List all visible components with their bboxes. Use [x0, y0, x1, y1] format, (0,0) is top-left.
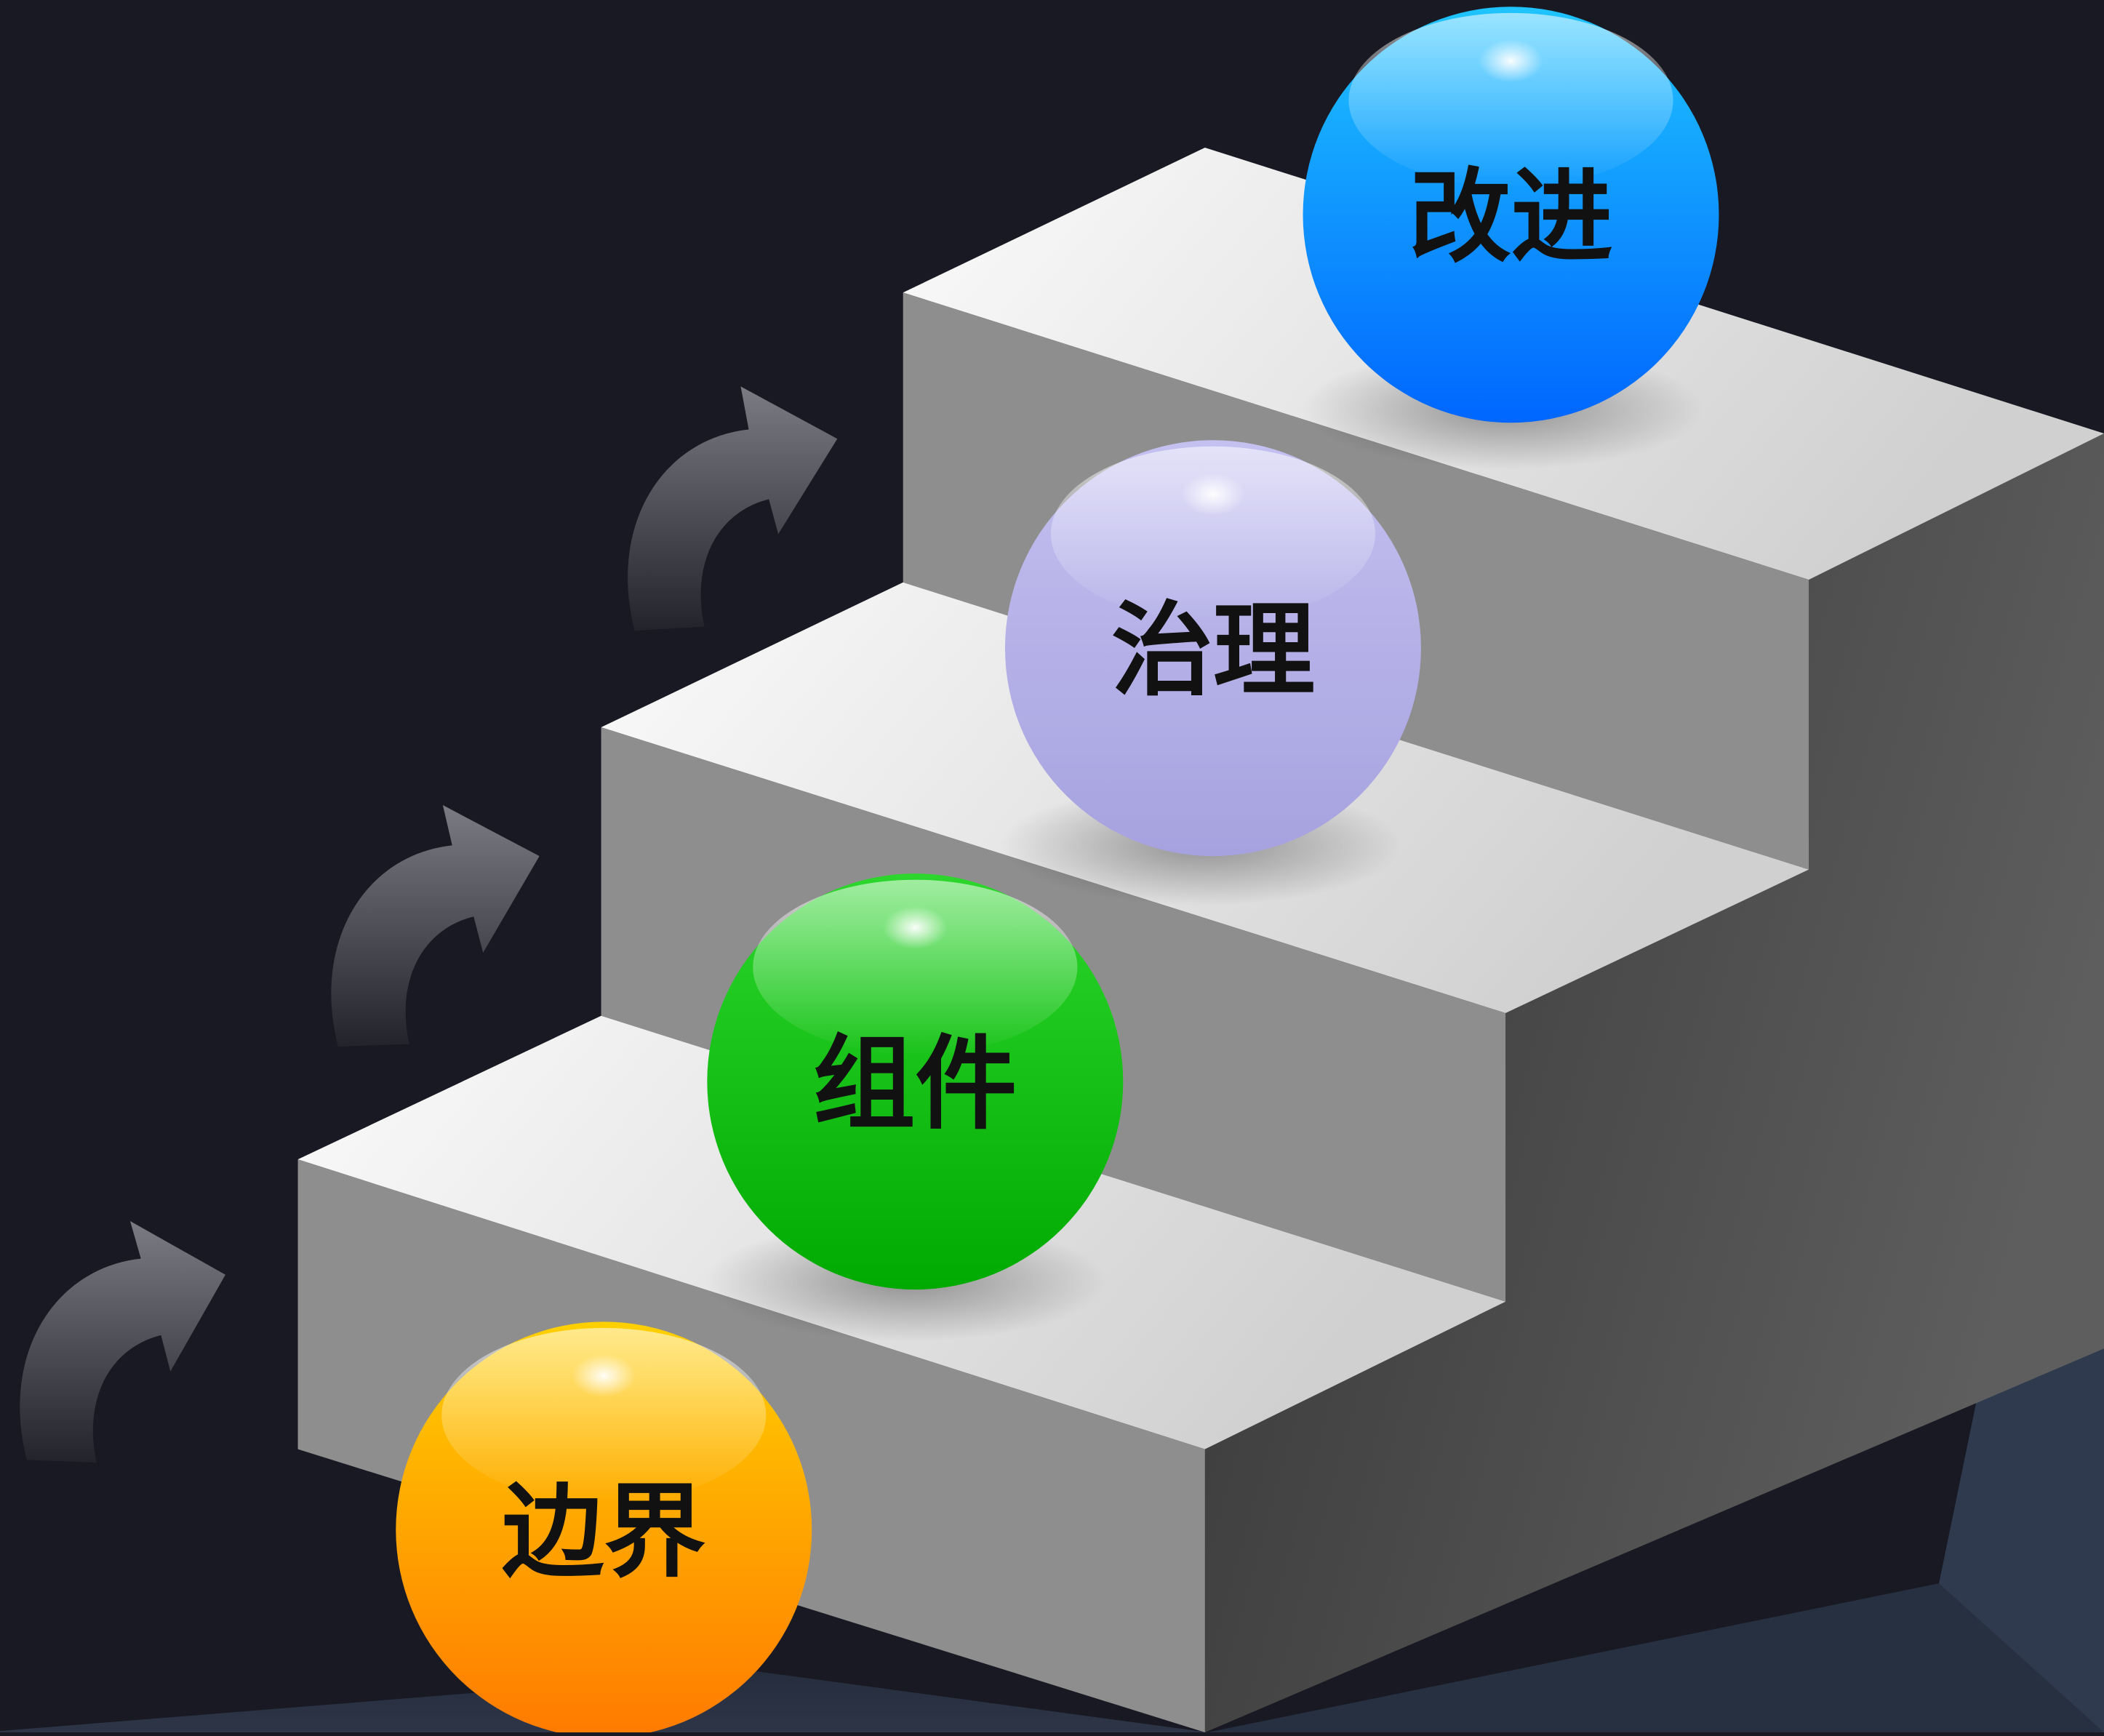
- step-ball-4: 改进: [1303, 7, 1719, 423]
- step-ball-2: 组件: [707, 873, 1124, 1290]
- step-ball-1: 边界: [396, 1321, 812, 1736]
- sphere-highlight: [1479, 39, 1543, 83]
- step-label: 治理: [1111, 592, 1315, 711]
- step-ball-3: 治理: [1004, 440, 1421, 857]
- sphere-gloss: [441, 1327, 767, 1503]
- floor-back: [1207, 1583, 2104, 1732]
- step-balls: 边界 组件 治理 改进: [396, 7, 1719, 1736]
- sphere-highlight: [1180, 473, 1246, 516]
- step-label: 组件: [813, 1025, 1017, 1144]
- sphere-highlight: [571, 1354, 636, 1398]
- step-label: 改进: [1409, 159, 1612, 277]
- sphere-highlight: [883, 905, 948, 950]
- curved-up-arrow-icon: [331, 805, 540, 1047]
- sphere-gloss: [753, 879, 1078, 1055]
- stair-side: [1204, 433, 2104, 1732]
- sphere-gloss: [1050, 446, 1375, 622]
- step-label: 边界: [502, 1473, 705, 1592]
- curved-up-arrow-icon: [20, 1221, 225, 1463]
- sphere-gloss: [1348, 12, 1673, 188]
- curved-up-arrow-icon: [628, 386, 838, 631]
